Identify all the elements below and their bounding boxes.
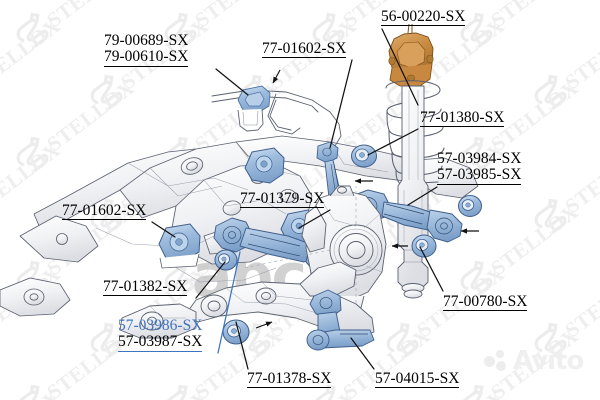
part-number: 79-00689-SX (104, 32, 189, 49)
loose-bushing (214, 249, 238, 271)
part-number: 77-01602-SX (262, 40, 347, 57)
assembly-arrow (255, 321, 273, 329)
part-label-trailing-arm-bushing[interactable]: 77-01382-SX (103, 278, 188, 297)
part-number: 79-00610-SX (104, 48, 189, 66)
part-number: 57-03985-SX (437, 166, 522, 184)
part-number: 57-03986-SX (118, 317, 203, 334)
part-label-knuckle-bushing[interactable]: 77-00780-SX (443, 293, 528, 312)
part-number: 77-01380-SX (420, 109, 505, 126)
part-label-shock-bushing[interactable]: 77-01380-SX (420, 109, 505, 128)
part-label-toe-link[interactable]: 57-04015-SX (375, 370, 460, 389)
part-label-lower-arm-bushing[interactable]: 77-01378-SX (247, 370, 332, 389)
part-label-stabilizer-link-top[interactable]: 77-01602-SX (262, 40, 347, 59)
part-number: 77-01602-SX (62, 202, 147, 219)
part-number: 77-01379-SX (240, 190, 325, 207)
strut-top-mount (388, 23, 434, 87)
part-number: 77-00780-SX (443, 293, 528, 310)
part-number: 57-03987-SX (118, 333, 203, 351)
part-label-strut-top-mount[interactable]: 56-00220-SX (381, 8, 466, 27)
loose-bushing (458, 195, 482, 217)
part-number: 77-01378-SX (247, 370, 332, 387)
part-number: 77-01382-SX (103, 278, 188, 295)
part-number: 57-03984-SX (437, 150, 522, 167)
lower-left-bracket (0, 277, 71, 317)
part-label-subframe-bushing-rear[interactable]: 77-01379-SX (240, 190, 325, 209)
leader-line-stabilizer-bushing (215, 68, 249, 96)
loose-bushing (351, 144, 377, 168)
part-number: 56-00220-SX (381, 8, 466, 25)
part-number: 57-04015-SX (375, 370, 460, 387)
part-label-subframe-bushing-front[interactable]: 77-01602-SX (62, 202, 147, 221)
